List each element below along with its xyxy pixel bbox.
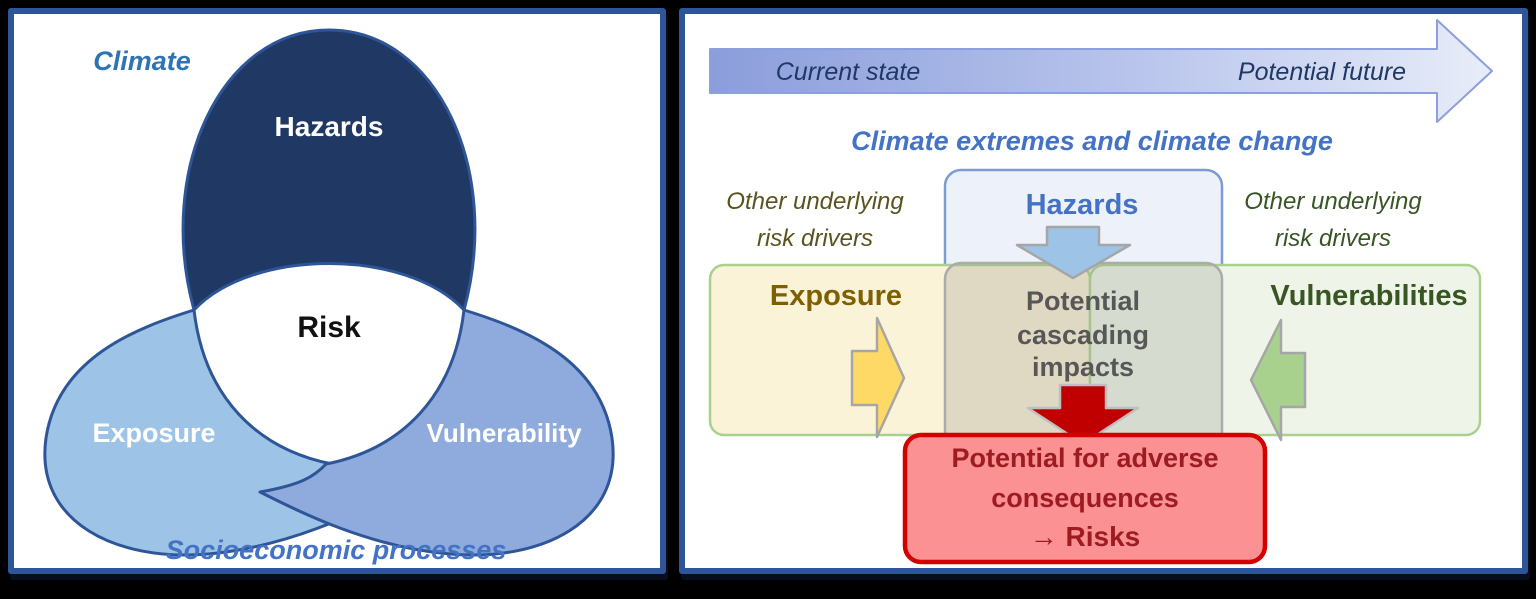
vulnerabilities-box-label: Vulnerabilities <box>1270 280 1467 312</box>
hazards-box-label: Hazards <box>1026 189 1139 221</box>
cascading-line3: impacts <box>1032 352 1134 382</box>
vulnerability-lobe-label: Vulnerability <box>426 418 582 448</box>
hazards-lobe-label: Hazards <box>275 111 384 142</box>
timeline-arrow-icon <box>709 19 1493 123</box>
climate-label: Climate <box>93 46 191 76</box>
cascading-line1: Potential <box>1026 286 1140 316</box>
timeline-current-label: Current state <box>776 58 921 86</box>
down-arrow-blue-icon <box>1015 225 1132 280</box>
vulnerability-lobe <box>258 308 615 557</box>
climate-extremes-subtitle: Climate extremes and climate change <box>851 126 1333 156</box>
risks-box <box>902 432 1268 565</box>
socioeconomic-label: Socioeconomic processes <box>166 535 507 565</box>
vulnerabilities-box <box>1088 263 1482 437</box>
risks-line3: → Risks <box>1030 521 1141 552</box>
exposure-lobe-label: Exposure <box>92 418 215 448</box>
left-drivers-line2: risk drivers <box>757 225 873 252</box>
left-arrow-green-icon <box>1249 318 1307 442</box>
risks-line2: consequences <box>991 483 1179 513</box>
timeline-future-label: Potential future <box>1238 58 1406 86</box>
venn-diagram: Climate Hazards Risk Exposure Vulnerabil… <box>43 28 615 565</box>
down-arrow-red-icon <box>1026 383 1140 446</box>
right-drivers-line1: Other underlying <box>1244 188 1422 215</box>
right-arrow-yellow-icon <box>850 316 906 439</box>
cascading-line2: cascading <box>1017 320 1149 350</box>
left-panel: Climate Hazards Risk Exposure Vulnerabil… <box>8 8 666 574</box>
exposure-box-label: Exposure <box>770 280 902 312</box>
flow-diagram: Current state Potential future Climate e… <box>708 19 1493 565</box>
risk-label: Risk <box>297 311 361 344</box>
left-drivers-line1: Other underlying <box>726 188 904 215</box>
risks-line1: Potential for adverse <box>951 443 1218 473</box>
right-drivers-line2: risk drivers <box>1275 225 1391 252</box>
right-panel: Current state Potential future Climate e… <box>679 8 1528 574</box>
hazards-lobe <box>181 28 477 312</box>
